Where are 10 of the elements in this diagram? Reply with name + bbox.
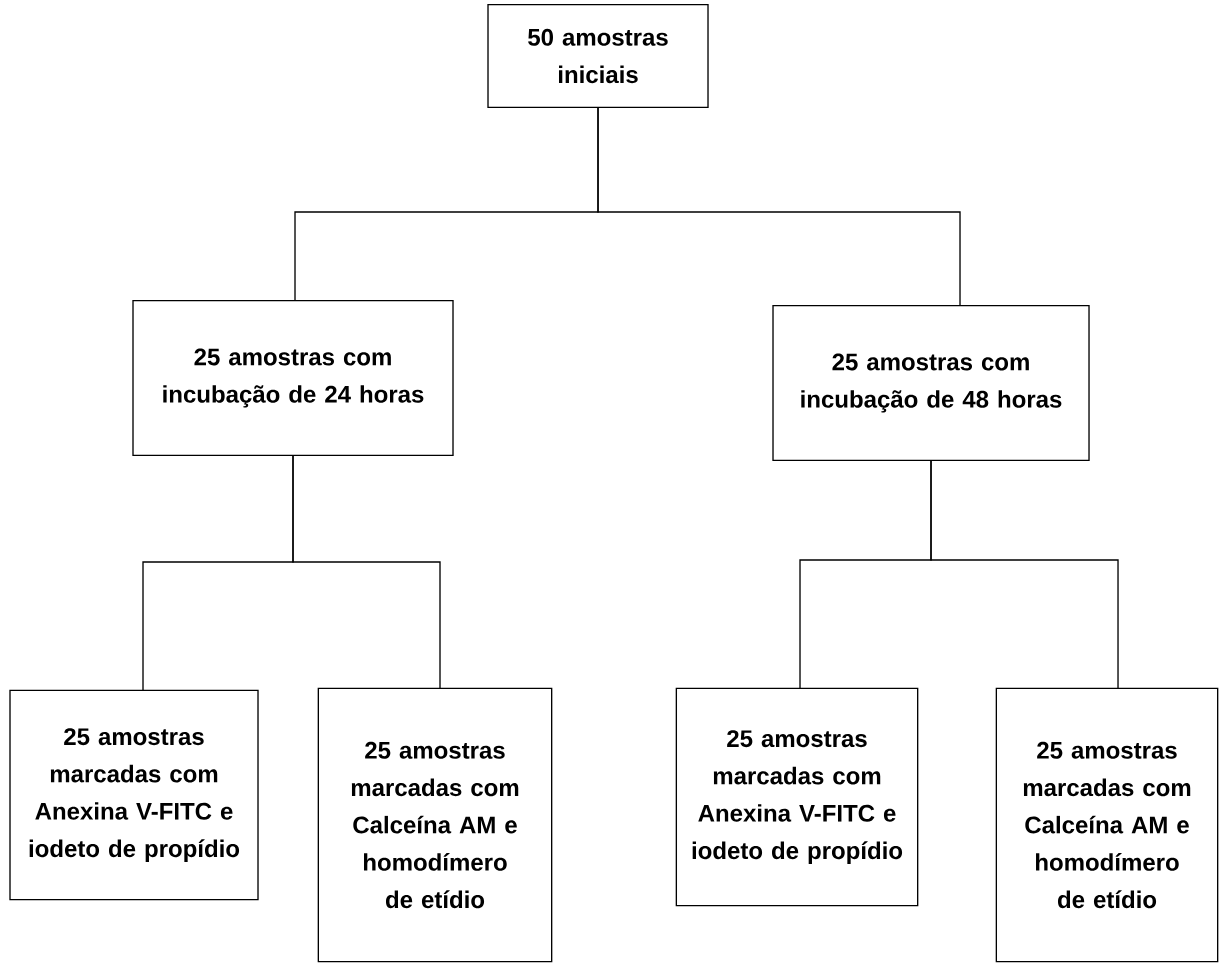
sample-box: 25 amostras marcadas com Anexina V-FITC e iodeto de propídio [9, 689, 259, 901]
sample-box: 25 amostras marcadas com Calceína AM e homodímero de etídio [317, 687, 553, 963]
sample-box: 25 amostras marcadas com Calceína AM e homodímero de etídio [995, 687, 1219, 963]
connector-line [930, 460, 1119, 689]
sample-box: 50 amostras iniciais [487, 4, 709, 108]
sample-box: 25 amostras marcadas com Anexina V-FITC e iodeto de propídio [675, 687, 919, 907]
sample-box: 25 amostras com incubação de 24 horas [132, 300, 454, 456]
connector-line [597, 107, 961, 307]
connector-line [292, 455, 441, 689]
sample-box: 25 amostras com incubação de 48 horas [772, 305, 1090, 461]
